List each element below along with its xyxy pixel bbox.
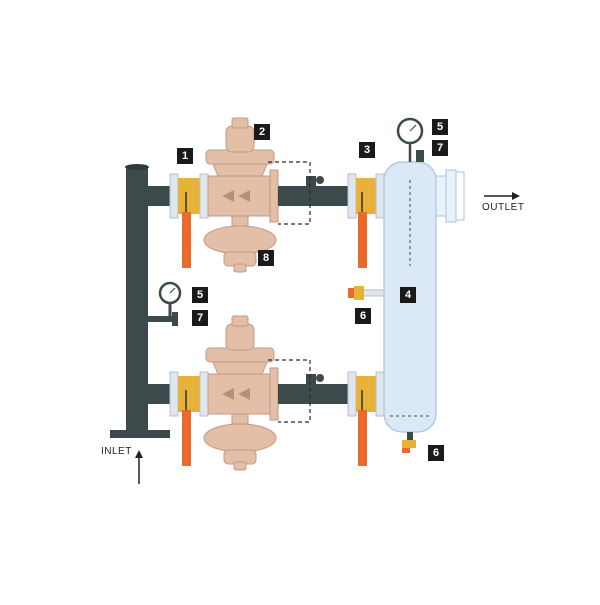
callout-4-filter-vessel: 4 [400,287,416,303]
vessel-bottom-drain-valve [402,440,416,448]
vessel-outlet-flange-1 [435,175,447,217]
bottom-valve-flange-left [169,371,179,417]
vessel-side-valve-handle [348,288,354,298]
inlet-arrow-head [135,450,143,458]
right-top-valve-flange-right [375,173,385,219]
top-regulator-flange [269,169,279,223]
vessel-outlet-flange-2 [445,169,457,223]
vessel-outlet-flange-3 [455,171,465,221]
bottom-regulator-spring-housing [225,323,255,351]
left-vent-stub [172,312,178,326]
inlet-riser-pipe [126,166,148,430]
left-gauge-stub [148,316,172,322]
outlet-arrow-head [512,192,520,200]
callout-3-outlet-valve: 3 [359,142,375,158]
top-small-fitting [306,176,316,188]
bottom-regulator-cap [231,315,249,327]
inlet-riser-top-cap [125,164,149,170]
right-bottom-valve-handle [358,410,367,466]
bottom-regulator-diaphragm [203,423,277,453]
callout-5-inlet-gauge: 5 [192,287,208,303]
vessel-side-valve-stub [361,289,385,297]
top-valve-body [178,178,200,214]
top-regulator-neck [231,215,249,227]
left-gauge-needle [169,287,176,294]
callout-6-side-drain: 6 [355,308,371,324]
top-valve-flange-left [169,173,179,219]
right-top-valve-body [356,178,376,214]
vessel-bottom-drain-handle [402,448,410,453]
inlet-label: INLET [101,446,132,457]
top-small-fitting-knob [316,176,324,184]
vessel-side-valve [354,286,364,300]
top-outlet-pipe [278,186,350,206]
top-valve-flange-right [199,173,209,219]
callout-2-regulator: 2 [254,124,270,140]
callout-1-isolation-valve: 1 [177,148,193,164]
inlet-base-plate [110,430,170,438]
callout-6-bottom-drain: 6 [428,445,444,461]
vessel-gauge-needle [409,124,417,132]
bottom-outlet-pipe [278,384,350,404]
top-valve-handle [182,212,191,268]
top-branch-pipe [146,186,172,206]
bottom-regulator-arrows [222,388,250,400]
bottom-sensing-line [268,359,311,423]
bottom-regulator-neck [231,413,249,425]
callout-5-vessel-gauge: 5 [432,119,448,135]
bottom-small-fitting-knob [316,374,324,382]
right-bottom-valve-flange-right [375,371,385,417]
top-regulator-spring-housing [225,125,255,153]
outlet-label: OUTLET [482,202,525,213]
right-bottom-valve-body [356,376,376,412]
vessel-vent-fitting [416,150,424,162]
right-bottom-valve-flange-left [347,371,357,417]
callout-7-inlet-vent: 7 [192,310,208,326]
bottom-branch-pipe [146,384,172,404]
bottom-regulator-flange [269,367,279,421]
top-regulator-bottom-cap [233,263,247,273]
right-top-valve-flange-left [347,173,357,219]
bottom-small-fitting [306,374,316,386]
vessel-bottom-drain-stub [407,432,413,440]
top-sensing-line [268,161,311,225]
top-regulator-cap [231,117,249,129]
bottom-valve-body [178,376,200,412]
bottom-valve-flange-right [199,371,209,417]
bottom-valve-handle [182,410,191,466]
top-regulator-arrows [222,190,250,202]
callout-7-vessel-vent: 7 [432,140,448,156]
right-top-valve-handle [358,212,367,268]
callout-8-regulator-actuator: 8 [258,250,274,266]
bottom-regulator-bottom-cap [233,461,247,471]
